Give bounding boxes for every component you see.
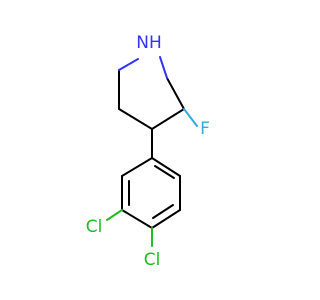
atom-label-cl-4: Cl	[144, 250, 161, 270]
bond-ar5-cl	[106, 209, 123, 221]
bond-ar1-ar2	[151, 157, 181, 177]
molecule-structure: NH F Cl Cl	[86, 33, 210, 270]
bond-c4-c5	[118, 108, 153, 130]
bond-ar4-ar5	[121, 209, 153, 229]
bond-ar3-ar4	[151, 209, 181, 229]
atom-label-nh: NH	[136, 33, 162, 53]
atom-label-f: F	[200, 119, 210, 139]
bond-c2-c3	[166, 77, 185, 110]
bond-n-c2	[159, 56, 168, 79]
bond-ar6-ar1	[121, 157, 153, 177]
bond-c3-f	[183, 108, 198, 127]
aromatic-double-1	[154, 165, 175, 179]
bond-c6-n	[118, 58, 139, 71]
bond-c3-c4	[151, 108, 185, 130]
atom-label-cl-3: Cl	[86, 217, 103, 237]
aromatic-double-2	[152, 204, 174, 219]
